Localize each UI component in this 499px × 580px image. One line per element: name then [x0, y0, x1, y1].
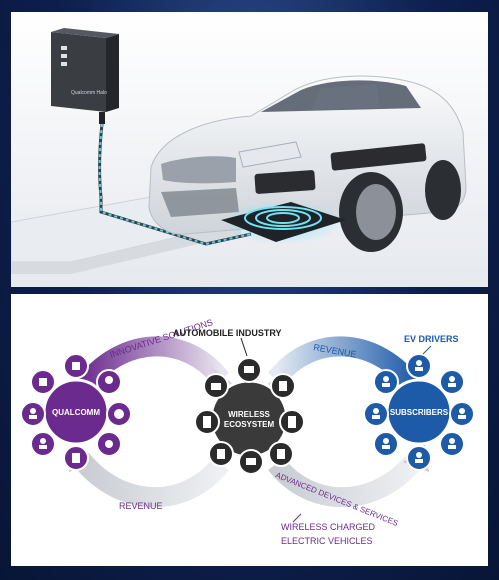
qualcomm-node: QUALCOMM	[20, 353, 132, 471]
qualcomm-label: QUALCOMM	[52, 408, 100, 417]
charging-cable	[98, 123, 252, 246]
ecosystem-diagram: INNOVATIVE SOLUTIONS REVENUE REVENUE ADV…	[20, 317, 475, 546]
subscribers-node: SUBSCRIBERS	[363, 353, 475, 471]
ecosystem-diagram-panel: INNOVATIVE SOLUTIONS REVENUE REVENUE ADV…	[11, 294, 488, 566]
device-brand-text: Qualcomm Halo	[71, 90, 107, 96]
car-illustration	[148, 75, 467, 252]
label-electric-vehicles: ELECTRIC VEHICLES	[281, 536, 373, 546]
car-charging-illustration: Qualcomm Halo	[11, 12, 488, 287]
charging-pad	[221, 200, 346, 244]
label-automobile-industry: AUTOMOBILE INDUSTRY	[173, 328, 282, 338]
wireless-ecosystem-node: WIRELESS ECOSYSTEM	[194, 357, 305, 475]
car-charging-scene: Qualcomm Halo	[11, 12, 488, 287]
subscribers-label: SUBSCRIBERS	[390, 408, 449, 417]
arc-label-revenue-bottom: REVENUE	[119, 501, 163, 511]
wall-charger-box: Qualcomm Halo	[51, 28, 119, 124]
arc-advanced-devices	[268, 452, 424, 508]
center-label-ecosystem: ECOSYSTEM	[224, 420, 275, 429]
label-ev-drivers: EV DRIVERS	[404, 334, 459, 344]
center-label-wireless: WIRELESS	[228, 410, 270, 419]
arc-innovative-solutions	[72, 336, 229, 396]
arc-revenue-bottom	[73, 452, 229, 508]
arc-revenue-top	[268, 336, 425, 396]
label-wireless-charged: WIRELESS CHARGED	[281, 522, 376, 532]
